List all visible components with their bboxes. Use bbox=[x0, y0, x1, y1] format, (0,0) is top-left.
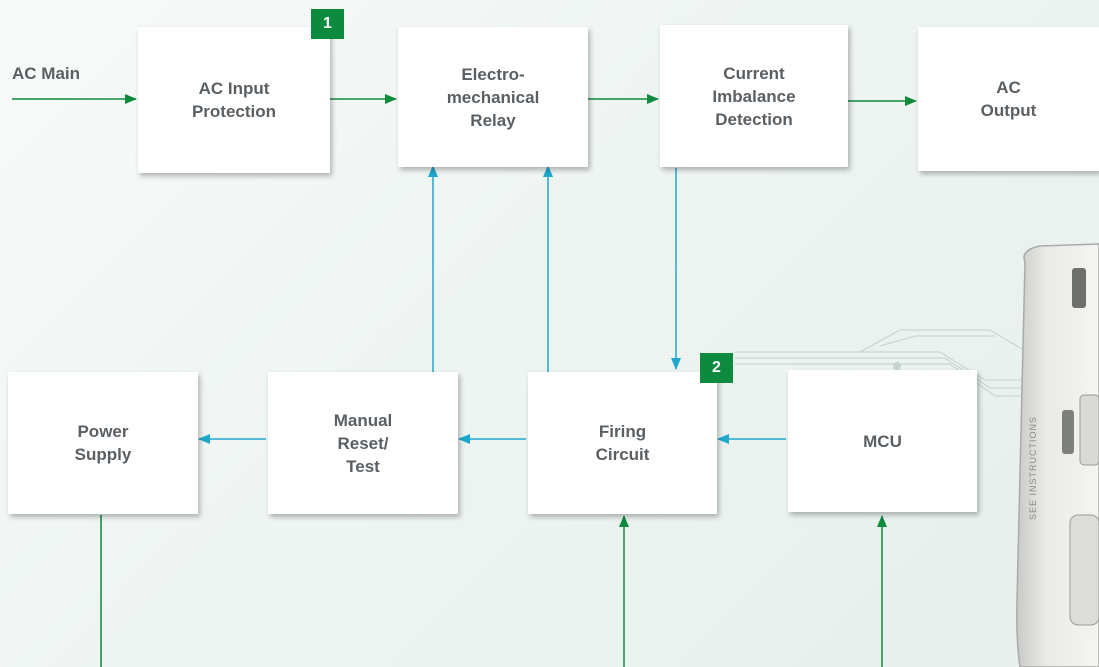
firing-circuit-block: Firing Circuit bbox=[528, 372, 717, 514]
power-supply-block: Power Supply bbox=[8, 372, 198, 514]
mcu-block: MCU bbox=[788, 370, 977, 512]
relay-block: Electro- mechanical Relay bbox=[398, 27, 588, 167]
manual-reset-block: Manual Reset/ Test bbox=[268, 372, 458, 514]
ac-output-block: AC Output bbox=[918, 27, 1099, 171]
current-imbalance-block: Current Imbalance Detection bbox=[660, 25, 848, 167]
outlet-label: SEE INSTRUCTIONS bbox=[1028, 416, 1038, 520]
badge-2: 2 bbox=[700, 353, 733, 383]
badge-1: 1 bbox=[311, 9, 344, 39]
ac-input-protection-block: AC Input Protection bbox=[138, 27, 330, 173]
ac-main-label: AC Main bbox=[12, 64, 80, 83]
